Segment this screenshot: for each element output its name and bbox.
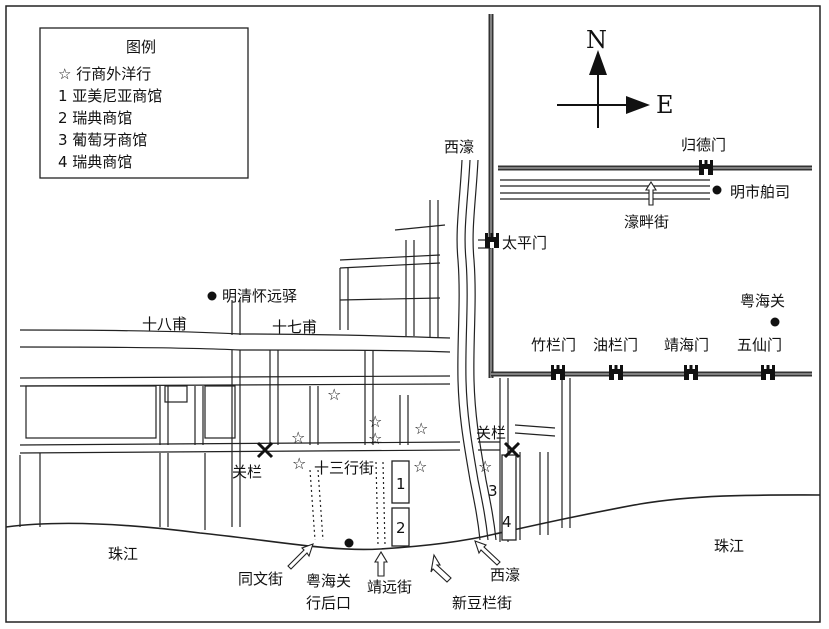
dot-icon bbox=[770, 317, 780, 327]
point-markers bbox=[207, 185, 780, 548]
haopan-street-lines bbox=[500, 179, 710, 200]
label-zhujiang-right: 珠江 bbox=[714, 537, 744, 555]
dot-icon bbox=[344, 538, 354, 548]
legend-item-2: 2 瑞典商馆 bbox=[58, 109, 132, 127]
label-taiping-gate: 太平门 bbox=[502, 234, 547, 252]
star-icon: ☆ bbox=[478, 457, 492, 476]
compass-east-label: E bbox=[656, 91, 674, 119]
label-jinghai-gate: 靖海门 bbox=[664, 336, 709, 354]
label-xihao-bottom: 西濠 bbox=[490, 566, 520, 584]
compass: N E bbox=[557, 26, 674, 128]
star-icon: ☆ bbox=[291, 428, 305, 447]
dot-icon bbox=[207, 291, 217, 301]
legend-box bbox=[39, 27, 249, 179]
gate-icon bbox=[761, 365, 775, 380]
label-guanlan-left: 关栏 bbox=[232, 463, 262, 481]
legend-item-3: 3 葡萄牙商馆 bbox=[58, 131, 147, 149]
label-shisanhang: 十三行街 bbox=[314, 459, 374, 477]
legend-item-4: 4 瑞典商馆 bbox=[58, 153, 132, 171]
label-tongwen: 同文街 bbox=[238, 570, 283, 588]
arrow-icon bbox=[645, 180, 657, 206]
gate-icon bbox=[609, 365, 623, 380]
arrow-icon bbox=[474, 540, 501, 566]
label-zhulan-gate: 竹栏门 bbox=[531, 336, 576, 354]
label-haopan-street: 濠畔街 bbox=[624, 213, 669, 231]
city-wall bbox=[488, 14, 812, 378]
legend: 图例 ☆ 行商外洋行 1 亚美尼亚商馆 2 瑞典商馆 3 葡萄牙商馆 4 瑞典商… bbox=[39, 27, 249, 179]
label-youlan-gate: 油栏门 bbox=[593, 336, 638, 354]
label-factory-3: 3 bbox=[488, 482, 498, 500]
legend-item-1: 1 亚美尼亚商馆 bbox=[58, 87, 162, 105]
label-xindoulan: 新豆栏街 bbox=[452, 594, 512, 612]
arrow-icon bbox=[430, 553, 452, 583]
north-arrow-icon bbox=[589, 50, 607, 75]
gate-icon bbox=[684, 365, 698, 380]
star-icon: ☆ bbox=[368, 412, 382, 431]
star-icon: ☆ bbox=[414, 419, 428, 438]
label-wuxian-gate: 五仙门 bbox=[737, 336, 782, 354]
gate-icons bbox=[485, 160, 775, 380]
star-icon: ☆ bbox=[413, 457, 427, 476]
label-factory-2: 2 bbox=[396, 519, 406, 537]
star-icon: ☆ bbox=[368, 429, 382, 448]
label-mingqing-yi: 明清怀远驿 bbox=[222, 287, 297, 305]
label-yue-customs: 粤海关 bbox=[740, 292, 785, 310]
label-xihao-top: 西濠 bbox=[444, 138, 474, 156]
riverbank bbox=[5, 494, 821, 551]
label-mingshi-bosi: 明市舶司 bbox=[730, 183, 790, 201]
dot-icon bbox=[712, 185, 722, 195]
label-shiba-pu: 十八甫 bbox=[142, 315, 187, 333]
legend-title: 图例 bbox=[126, 38, 156, 56]
road-network bbox=[19, 200, 571, 542]
label-yue-customs-back-1: 粤海关 bbox=[306, 572, 351, 590]
label-guanlan-right: 关栏 bbox=[476, 424, 506, 442]
label-factory-4: 4 bbox=[502, 513, 512, 531]
arrow-icon bbox=[374, 550, 388, 577]
label-jingyuan: 靖远街 bbox=[367, 578, 412, 596]
checkpoint-x-icons bbox=[256, 441, 521, 459]
arrow-icon bbox=[287, 543, 314, 570]
gate-icon bbox=[551, 365, 565, 380]
map-labels: 西濠 归德门 明市舶司 濠畔街 太平门 明清怀远驿 粤海关 十八甫 十七甫 竹栏… bbox=[108, 136, 790, 612]
label-zhujiang-left: 珠江 bbox=[108, 545, 138, 563]
dotted-alleys bbox=[309, 461, 386, 546]
label-shiqi-pu: 十七甫 bbox=[272, 318, 317, 336]
gate-icon bbox=[699, 160, 713, 175]
east-arrow-icon bbox=[626, 96, 650, 114]
label-guide-gate: 归德门 bbox=[681, 136, 726, 154]
xihao-moat bbox=[456, 159, 497, 541]
gate-icon bbox=[485, 233, 499, 248]
label-factory-1: 1 bbox=[396, 475, 406, 493]
star-icon: ☆ bbox=[292, 454, 306, 473]
compass-north-label: N bbox=[586, 26, 607, 54]
star-icon: ☆ bbox=[327, 385, 341, 404]
legend-item-star: ☆ 行商外洋行 bbox=[58, 65, 151, 83]
hong-stars: ☆ ☆ ☆ ☆ ☆ ☆ ☆ ☆ bbox=[291, 385, 492, 476]
label-yue-customs-back-2: 行后口 bbox=[306, 594, 351, 612]
factory-blocks bbox=[391, 454, 517, 547]
pointer-arrows bbox=[287, 180, 657, 583]
